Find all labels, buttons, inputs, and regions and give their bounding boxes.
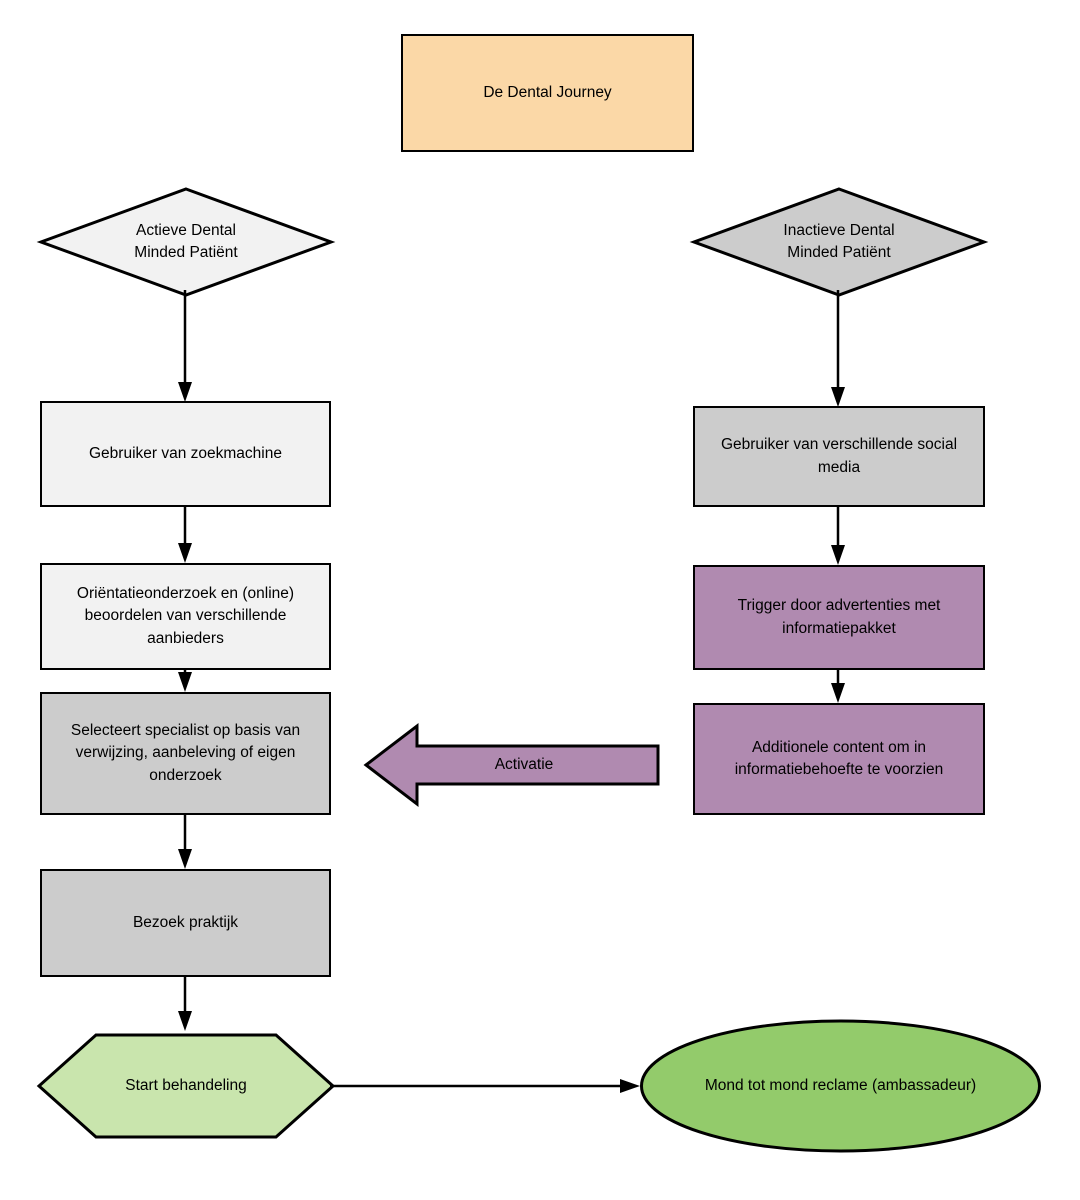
connector-social-media-to-trigger <box>831 507 845 565</box>
connector-trigger-to-additionele-content <box>831 670 845 703</box>
node-start-behandeling-shape[interactable] <box>36 1032 336 1140</box>
connector-zoekmachine-to-orientatieonderzoek <box>178 507 192 563</box>
node-social-media-label: Gebruiker van verschillende social media <box>720 436 958 476</box>
node-additionele-content-label: Additionele content om in informatiebeho… <box>734 738 944 778</box>
node-bezoek-praktijk[interactable]: Bezoek praktijk <box>40 869 331 977</box>
node-bezoek-praktijk-label: Bezoek praktijk <box>132 913 239 931</box>
connector-inactieve-to-social-media <box>831 290 845 407</box>
node-selecteert-specialist[interactable]: Selecteert specialist op basis van verwi… <box>40 692 331 815</box>
node-additionele-content[interactable]: Additionele content om in informatiebeho… <box>693 703 985 815</box>
node-title-box[interactable]: De Dental Journey <box>401 34 694 152</box>
node-selecteert-specialist-label: Selecteert specialist op basis van verwi… <box>70 721 301 784</box>
connector-bezoek-praktijk-to-start-behandeling <box>178 977 192 1031</box>
node-social-media[interactable]: Gebruiker van verschillende social media <box>693 406 985 507</box>
node-orientatieonderzoek[interactable]: Oriëntatieonderzoek en (online) beoordel… <box>40 563 331 670</box>
connector-actieve-to-zoekmachine <box>178 290 192 402</box>
node-actieve-patient-shape[interactable] <box>36 186 336 298</box>
node-trigger-advertenties[interactable]: Trigger door advertenties met informatie… <box>693 565 985 670</box>
node-trigger-advertenties-label: Trigger door advertenties met informatie… <box>737 597 941 637</box>
connector-start-behandeling-to-mond-tot-mond <box>330 1079 640 1093</box>
node-inactieve-patient-shape[interactable] <box>689 186 989 298</box>
connector-orientatieonderzoek-to-selecteert <box>178 670 192 692</box>
node-orientatieonderzoek-label: Oriëntatieonderzoek en (online) beoordel… <box>76 584 295 647</box>
node-zoekmachine[interactable]: Gebruiker van zoekmachine <box>40 401 331 507</box>
node-activatie-arrow[interactable] <box>363 721 660 809</box>
node-mond-tot-mond-shape[interactable] <box>639 1018 1042 1154</box>
connector-selecteert-to-bezoek-praktijk <box>178 815 192 869</box>
node-title-label: De Dental Journey <box>483 83 612 101</box>
node-zoekmachine-label: Gebruiker van zoekmachine <box>89 444 282 462</box>
